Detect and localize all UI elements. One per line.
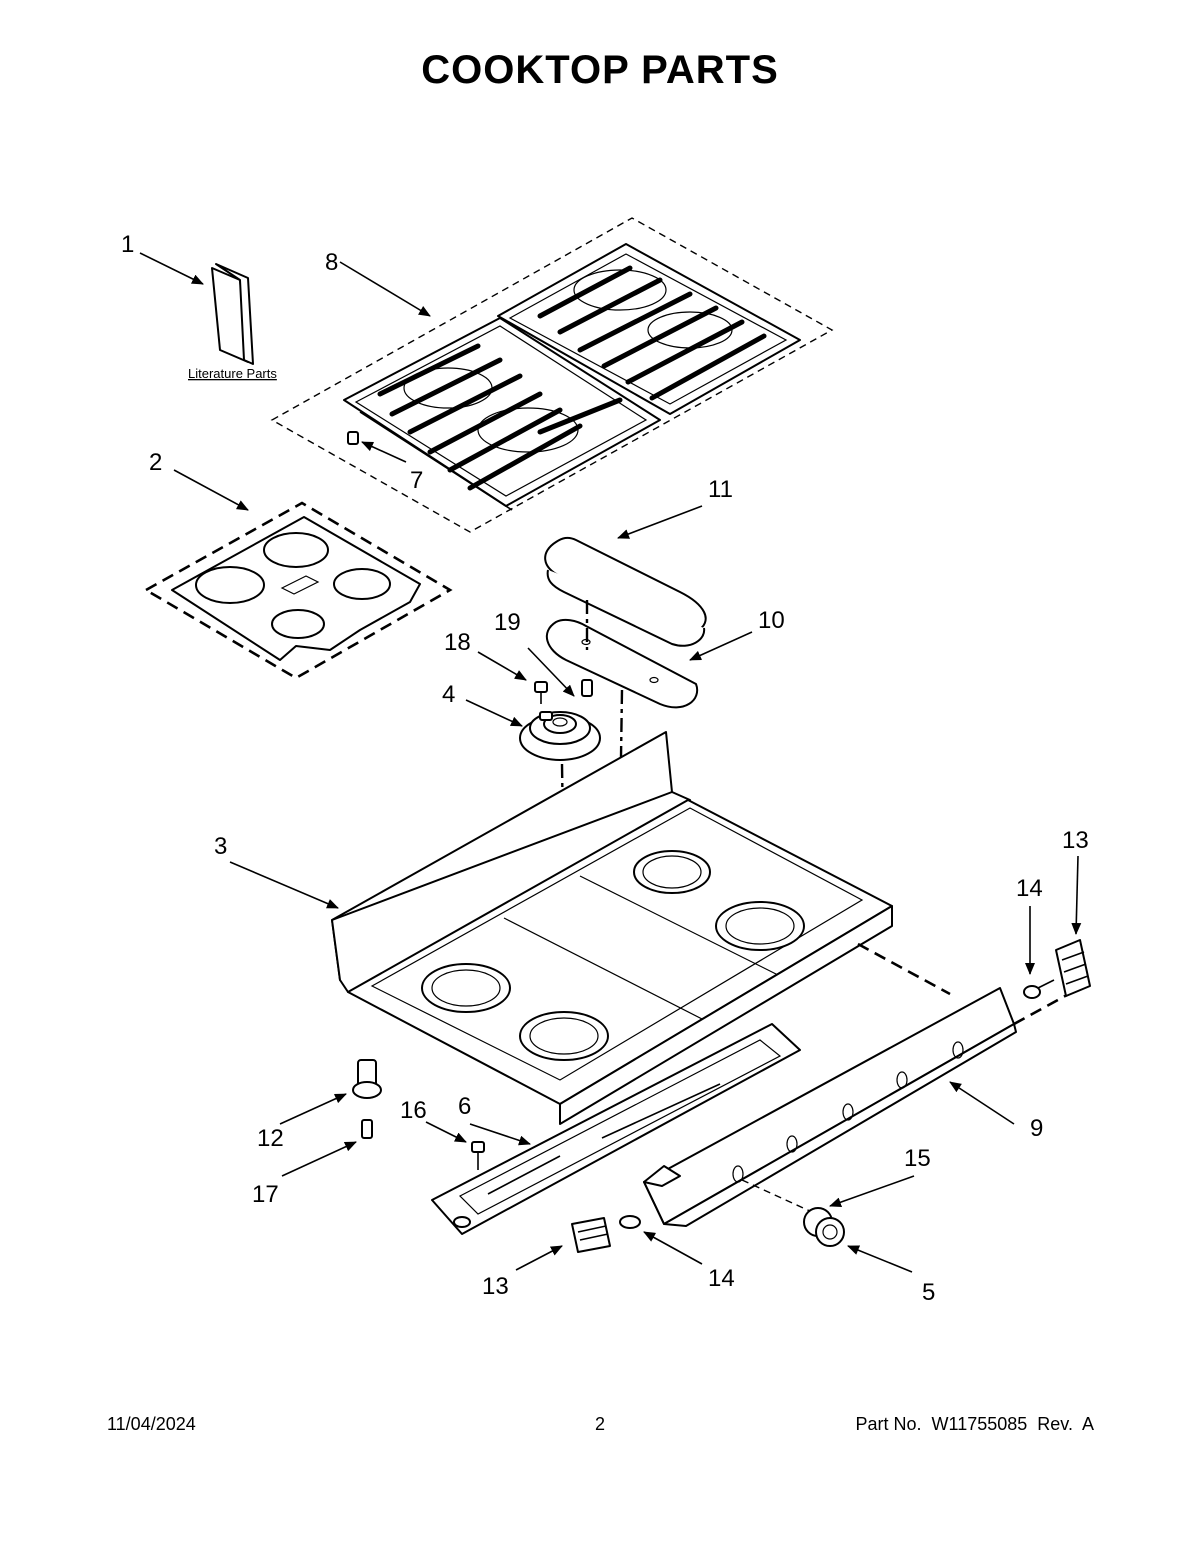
leader-17 (281, 1141, 357, 1177)
cooktop-glass (143, 469, 453, 680)
leader-13a (1071, 855, 1082, 935)
griddle-heat-plate (545, 618, 753, 709)
leader-11 (617, 505, 703, 539)
callout-13-right: 13 (1062, 827, 1089, 854)
bracket-13-right (1055, 855, 1091, 997)
callout-4: 4 (442, 681, 455, 708)
leader-1 (139, 252, 204, 285)
callout-19: 19 (494, 609, 521, 636)
leader-8 (339, 261, 431, 317)
leader-19 (527, 647, 575, 697)
hidden-line-manifold (857, 942, 951, 996)
leveling-leg (279, 1059, 382, 1125)
leader-7 (361, 441, 407, 463)
leader-15 (829, 1175, 915, 1208)
manifold-panel (643, 987, 1017, 1227)
callout-14-left: 14 (708, 1265, 735, 1292)
screw-14-left (619, 1215, 703, 1265)
screw-17 (281, 1119, 373, 1177)
callout-17: 17 (252, 1181, 279, 1208)
leader-13b (515, 1245, 563, 1271)
page-title: COOKTOP PARTS (421, 48, 779, 92)
leader-6 (469, 1123, 531, 1146)
leader-10 (689, 631, 753, 661)
grate-foot (347, 431, 407, 463)
callout-2: 2 (149, 449, 162, 476)
callout-11: 11 (708, 476, 733, 503)
callout-8: 8 (325, 249, 338, 276)
screw-16 (425, 1121, 485, 1170)
callout-1: 1 (121, 231, 134, 258)
callout-16: 16 (400, 1097, 427, 1124)
callout-18: 18 (444, 629, 471, 656)
burner-grates (270, 217, 834, 533)
cooktop-main-top (229, 731, 893, 1125)
leader-16 (425, 1121, 467, 1143)
burner-assembly (465, 699, 601, 761)
callout-6: 6 (458, 1093, 471, 1120)
callout-10: 10 (758, 607, 785, 634)
leader-4 (465, 699, 523, 727)
callout-5: 5 (922, 1279, 935, 1306)
leader-18 (477, 651, 527, 681)
leader-3 (229, 861, 339, 909)
callout-12: 12 (257, 1125, 284, 1152)
footer-date: 11/04/2024 (107, 1414, 196, 1434)
control-knob (803, 1207, 913, 1273)
literature-booklet (139, 252, 254, 365)
screw-19 (527, 647, 593, 697)
leader-5 (847, 1245, 913, 1273)
manifold-bracket (431, 1023, 801, 1235)
hidden-line-knob (741, 1179, 813, 1213)
callout-14-right: 14 (1016, 875, 1043, 902)
leader-2 (173, 469, 249, 511)
callout-3: 3 (214, 833, 227, 860)
leader-14b (643, 1231, 703, 1265)
callout-labels: 1 8 7 2 11 19 18 10 4 3 13 14 12 16 6 9 … (121, 231, 1089, 1306)
literature-parts-label: Literature Parts (188, 366, 277, 381)
callout-9: 9 (1030, 1115, 1043, 1142)
callout-13-left: 13 (482, 1273, 509, 1300)
screw-18 (477, 651, 548, 704)
callout-15: 15 (904, 1145, 931, 1172)
knob-spring (829, 1175, 915, 1208)
screw-14-right (1023, 906, 1055, 999)
footer-part-number: Part No. W11755085 Rev. A (855, 1414, 1094, 1434)
leader-12 (279, 1093, 347, 1125)
leader-9 (949, 1081, 1015, 1125)
callout-7: 7 (410, 467, 423, 494)
footer-page-number: 2 (594, 1414, 605, 1434)
bracket-13-left (515, 1217, 611, 1271)
griddle-plate (544, 505, 707, 647)
